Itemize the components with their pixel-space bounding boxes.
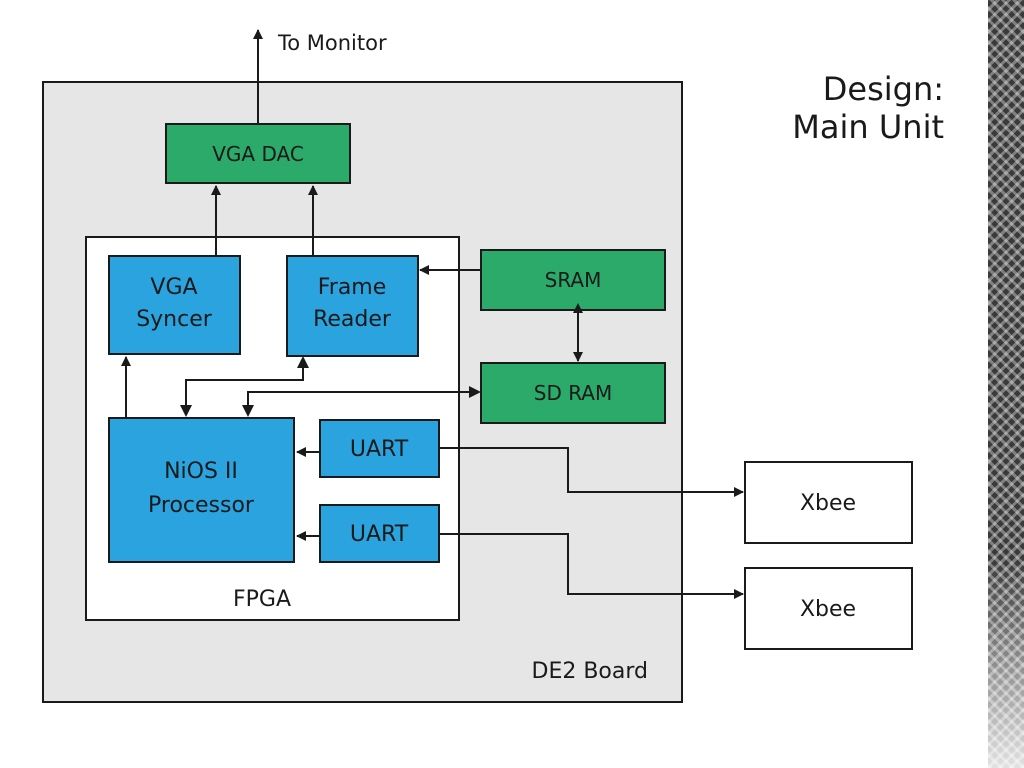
arrowhead-nios-down-2 — [242, 405, 254, 417]
slide-title-line2: Main Unit — [792, 108, 944, 146]
decorative-side-fade — [988, 560, 1024, 768]
uart-label-1: UART — [350, 437, 409, 462]
arrow-uart2-to-xbee2 — [439, 533, 744, 599]
vga-dac-block — [165, 123, 351, 184]
bus-reader-nios — [185, 358, 304, 414]
uart-block-2 — [319, 504, 440, 563]
slide-title-line1: Design: — [822, 70, 944, 108]
to-monitor-label: To Monitor — [277, 31, 387, 55]
arrowhead-nios-down-1 — [180, 405, 192, 417]
sdram-label: SD RAM — [534, 381, 612, 405]
nios-label-line2: Processor — [148, 493, 255, 518]
xbee-label-2: Xbee — [800, 597, 856, 622]
uart-label-2: UART — [350, 522, 409, 547]
nios-label-line1: NiOS II — [164, 459, 238, 484]
xbee-label-1: Xbee — [800, 491, 856, 516]
fpga-label: FPGA — [233, 587, 291, 612]
arrowhead-reader-up — [297, 356, 309, 368]
vga-syncer-label-line1: VGA — [150, 275, 197, 300]
xbee-block-1 — [744, 461, 913, 544]
arrowhead-sdram-right — [469, 386, 481, 398]
sram-label: SRAM — [545, 268, 602, 292]
frame-reader-label-line2: Reader — [313, 307, 392, 332]
xbee-block-2 — [744, 567, 913, 650]
de2-board-label: DE2 Board — [532, 659, 649, 684]
vga-dac-label: VGA DAC — [212, 142, 304, 166]
frame-reader-block — [286, 255, 419, 357]
vga-syncer-block — [108, 255, 241, 355]
sdram-block — [480, 362, 666, 424]
frame-reader-label-line1: Frame — [318, 275, 387, 300]
slide-title: Design: Main Unit — [792, 70, 944, 146]
nios-processor-block — [108, 417, 295, 563]
arrow-uart1-to-xbee1 — [439, 447, 744, 497]
vga-syncer-label-line2: Syncer — [136, 307, 213, 332]
